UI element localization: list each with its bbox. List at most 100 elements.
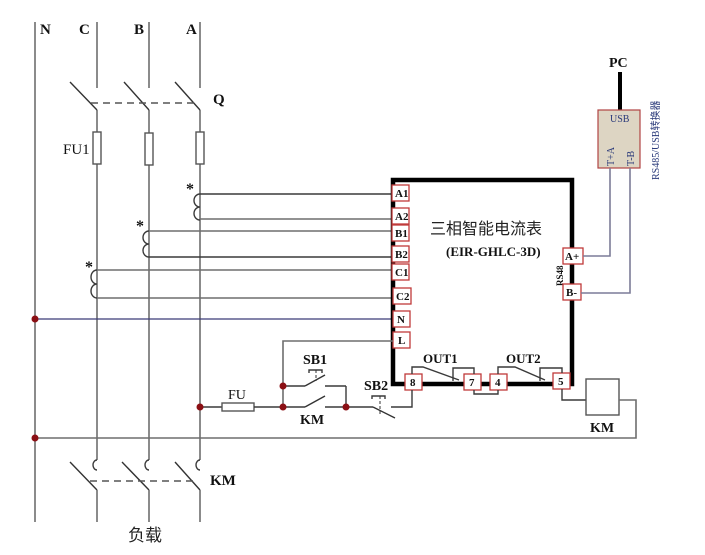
terminal-c1-label: C1 [395, 267, 408, 279]
usb-converter [597, 109, 641, 169]
ct-c-polarity: * [85, 259, 93, 276]
pin-b-label: T-B [626, 150, 637, 166]
control-circuit [196, 340, 413, 419]
rs485-label: RS48 [555, 265, 565, 286]
terminal-l-label: L [398, 335, 405, 347]
ct-b-coil [142, 230, 150, 258]
ct-b-polarity: * [136, 218, 144, 235]
meter-model: (EIR-GHLC-3D) [446, 244, 541, 259]
terminal-b1-label: B1 [395, 228, 408, 240]
terminal-b2-label: B2 [395, 249, 408, 261]
meter-name: 三相智能电流表 [430, 219, 542, 238]
junction-km-in [279, 403, 287, 411]
terminal-b1[interactable] [391, 224, 410, 242]
breaker-blade-c [69, 81, 98, 111]
out1-contact [411, 366, 460, 381]
out2-label: OUT2 [506, 351, 541, 366]
label-n: N [40, 22, 51, 38]
km-blade-b [121, 461, 150, 491]
sb2-contact [372, 406, 396, 419]
meter-outline [390, 177, 575, 387]
contactor-km [69, 459, 201, 522]
terminal-5-label: 5 [558, 376, 564, 388]
breaker-blade-a [174, 81, 201, 111]
converter-side-label: RS485/USB转换器 [649, 101, 662, 180]
load-label: 负载 [128, 526, 162, 546]
sb1-contact [304, 374, 326, 387]
km-arc-c [92, 459, 98, 471]
out2-contact [497, 366, 546, 381]
junction-n-return [31, 434, 39, 442]
coil-wire-in [561, 389, 586, 401]
meter-left-terminals: A1 A2 B1 B2 C1 C2 N L [391, 184, 412, 349]
rs485-b-wire [581, 168, 631, 294]
usb-label: USB [610, 114, 630, 125]
terminal-b-minus[interactable] [562, 283, 582, 301]
junction-sb1 [279, 382, 287, 390]
l-wire [282, 340, 393, 407]
terminal-b2[interactable] [391, 245, 410, 263]
pc-label: PC [609, 56, 628, 71]
terminal-7-label: 7 [469, 377, 475, 389]
breaker-blade-b [123, 81, 150, 111]
contactor-label: KM [210, 473, 236, 489]
terminal-7[interactable] [463, 373, 482, 391]
meter-bottom-terminals: 8 7 4 5 [404, 372, 571, 391]
pin-a-label: T+A [606, 146, 617, 166]
terminal-n-label: N [397, 314, 405, 326]
terminal-l[interactable] [392, 331, 411, 349]
sb1-label: SB1 [303, 353, 327, 368]
km-hold-label: KM [300, 413, 324, 428]
junction-km-out [342, 403, 350, 411]
sb2-button[interactable] [371, 395, 386, 399]
output-contacts [411, 366, 563, 395]
km-arc-b [144, 459, 150, 471]
label-a: A [186, 22, 197, 38]
breaker-label: Q [213, 92, 225, 108]
sb2-to-terminal-8 [391, 390, 413, 408]
jumper-7-4 [473, 390, 499, 395]
terminal-c2-label: C2 [396, 291, 410, 303]
terminal-n[interactable] [392, 310, 411, 328]
km-coil [585, 378, 620, 416]
junction-n [31, 315, 39, 323]
current-transformers [90, 193, 201, 299]
terminal-c1[interactable] [391, 263, 410, 281]
km-hold-contact [304, 395, 326, 408]
out1-label: OUT1 [423, 351, 458, 366]
terminal-a1[interactable] [391, 184, 410, 202]
control-fuse [221, 402, 255, 412]
terminal-8-label: 8 [410, 377, 416, 389]
terminal-c2[interactable] [392, 287, 412, 305]
control-fuse-label: FU [228, 388, 246, 403]
ct-c-coil [90, 269, 98, 299]
meter-right-terminals: A+ B- [562, 247, 584, 301]
fuse-c [92, 131, 102, 165]
km-arc-a [195, 459, 201, 471]
label-c: C [79, 22, 90, 38]
fuse-bank-label: FU1 [63, 142, 90, 158]
terminal-b-minus-label: B- [566, 287, 577, 299]
sb2-label: SB2 [364, 379, 388, 394]
breaker-q [69, 81, 201, 111]
junction-a-ctrl [196, 403, 204, 411]
ct-a-polarity: * [186, 181, 194, 198]
terminal-8[interactable] [404, 373, 423, 391]
supply-lines [34, 22, 201, 522]
rs485-a-wire [583, 168, 611, 257]
coil-return-wire [35, 399, 637, 439]
terminal-a1-label: A1 [395, 188, 408, 200]
fuse-b [144, 132, 154, 166]
out1-contact-end [452, 367, 475, 381]
km-coil-label: KM [590, 421, 614, 436]
fuse-a [195, 131, 205, 165]
meter [390, 177, 575, 387]
terminal-a2[interactable] [391, 207, 410, 225]
km-blade-a [174, 461, 201, 491]
km-blade-c [69, 461, 98, 491]
fuse-bank [92, 131, 205, 166]
label-b: B [134, 22, 144, 38]
ct-a-coil [193, 193, 201, 221]
terminal-a2-label: A2 [395, 211, 409, 223]
